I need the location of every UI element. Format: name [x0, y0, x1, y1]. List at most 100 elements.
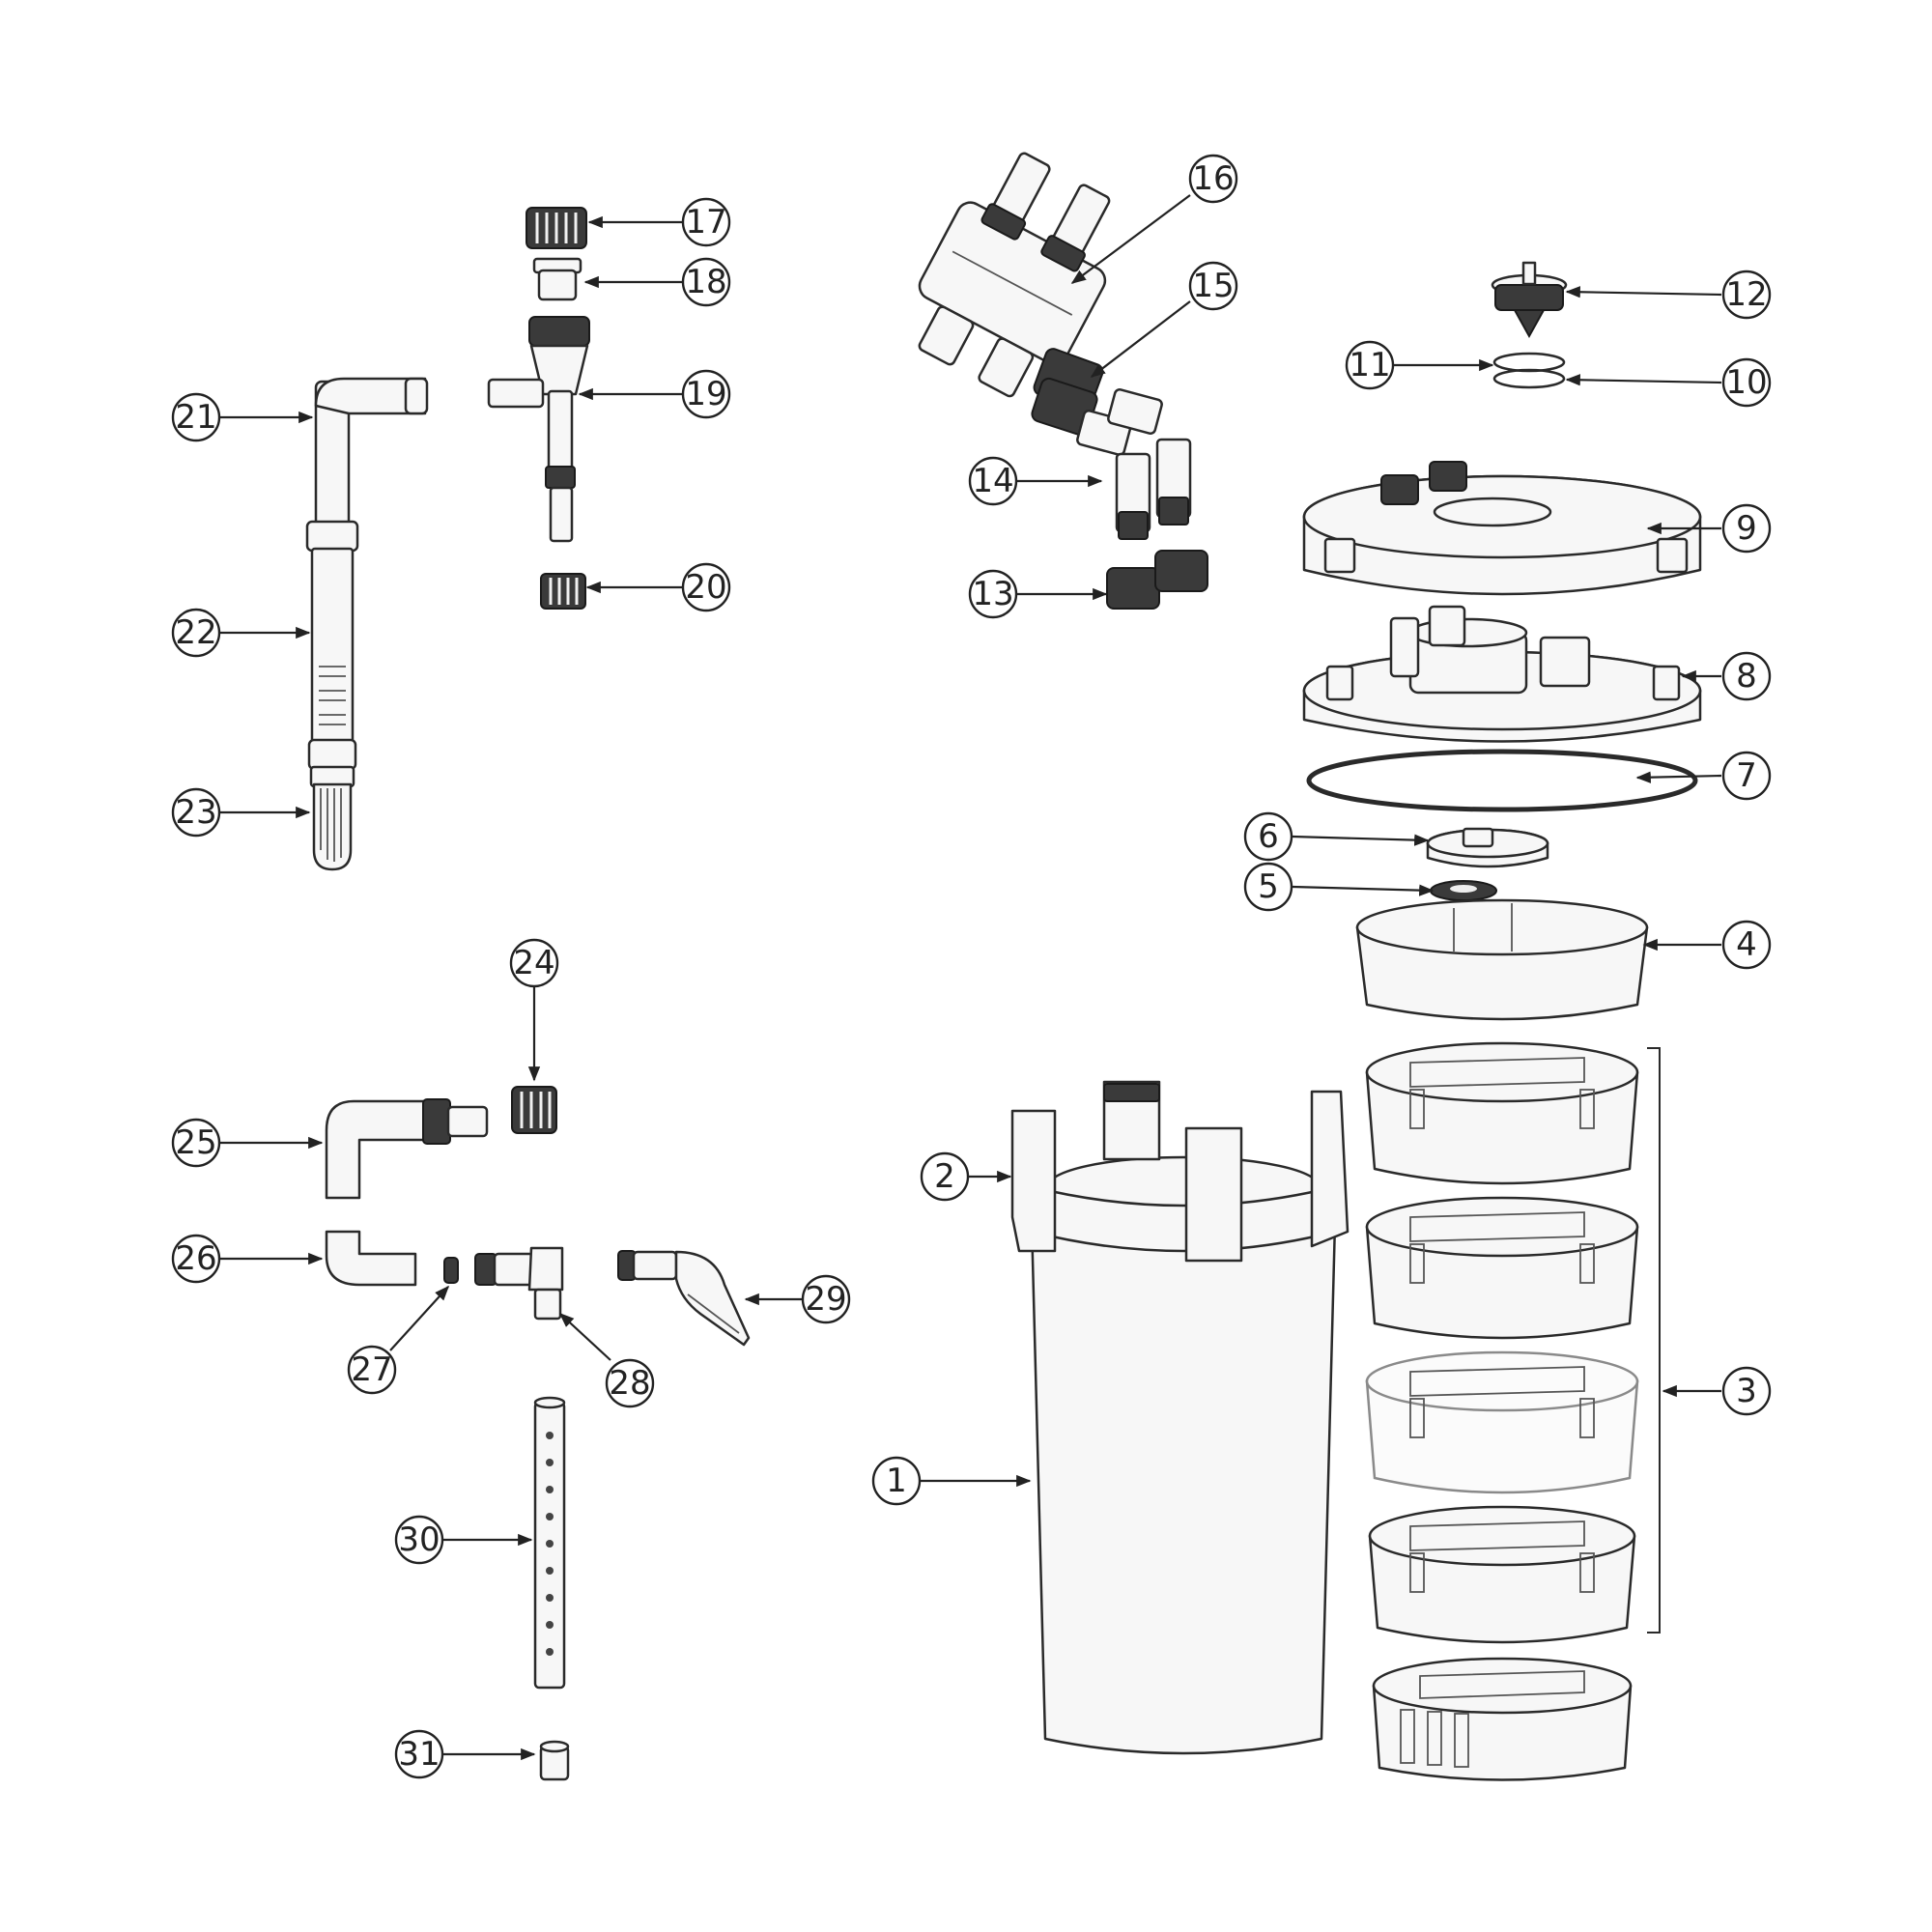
nut-part-24	[511, 1086, 557, 1134]
impeller-part-12	[1491, 261, 1568, 339]
callouts: 1 2 3 4 5 6 7 8 9 10 11 12 13 14 15 16 1…	[171, 154, 1772, 1779]
callout-11: 11	[1345, 340, 1395, 390]
intake-strainer-part-23	[307, 738, 357, 871]
callout-5: 5	[1243, 862, 1293, 912]
seal-part-10	[1492, 368, 1566, 389]
canister-part-1	[1028, 1155, 1339, 1755]
svg-text:8: 8	[1736, 657, 1757, 696]
media-basket-1	[1365, 1041, 1639, 1185]
svg-text:24: 24	[513, 944, 554, 982]
callout-31: 31	[394, 1729, 444, 1779]
callout-30: 30	[394, 1515, 444, 1565]
callout-27: 27	[347, 1345, 397, 1395]
svg-text:29: 29	[805, 1280, 846, 1319]
o-ring-part-7	[1306, 749, 1698, 812]
nut-part-17	[526, 207, 587, 249]
double-tap-assembly	[918, 152, 1208, 610]
spray-nozzle-part-29	[617, 1250, 751, 1347]
nut-part-15	[1031, 348, 1104, 437]
t-connector-part-19	[487, 316, 590, 543]
spray-bar-part-30	[533, 1396, 566, 1690]
callout-15: 15	[1188, 261, 1238, 311]
svg-text:25: 25	[175, 1123, 216, 1162]
hose-fitting-part-14	[1076, 388, 1192, 540]
intake-tube-assembly	[305, 377, 429, 871]
angle-fitting-part-28	[474, 1246, 564, 1321]
svg-text:7: 7	[1736, 756, 1757, 795]
svg-text:22: 22	[175, 613, 216, 652]
callout-14: 14	[968, 456, 1018, 506]
top-tray-part-4	[1355, 898, 1649, 1021]
svg-text:18: 18	[685, 263, 726, 301]
svg-text:17: 17	[685, 203, 726, 242]
callout-7: 7	[1721, 751, 1772, 801]
callout-10: 10	[1721, 357, 1772, 408]
intake-tube-part-22	[305, 520, 359, 744]
double-tap-body-part-16	[918, 152, 1111, 398]
callout-16: 16	[1188, 154, 1238, 204]
return-fitting-assembly	[487, 207, 590, 610]
svg-text:23: 23	[175, 793, 216, 832]
pump-cover-part-9	[1302, 461, 1702, 596]
callout-6: 6	[1243, 811, 1293, 862]
svg-text:9: 9	[1736, 509, 1757, 548]
svg-text:6: 6	[1258, 817, 1279, 856]
svg-text:12: 12	[1725, 275, 1767, 314]
callout-17: 17	[681, 197, 731, 247]
sleeve-part-18	[532, 257, 582, 301]
callout-28: 28	[605, 1358, 655, 1408]
media-basket-4	[1368, 1505, 1636, 1644]
callout-24: 24	[509, 938, 559, 988]
impeller-parts	[1491, 261, 1568, 389]
svg-text:10: 10	[1725, 363, 1767, 402]
svg-text:14: 14	[972, 462, 1013, 500]
callout-13: 13	[968, 569, 1018, 619]
callout-21: 21	[171, 392, 221, 442]
svg-text:15: 15	[1192, 267, 1234, 305]
callout-29: 29	[801, 1274, 851, 1324]
svg-text:11: 11	[1349, 346, 1390, 384]
callout-1: 1	[871, 1456, 922, 1506]
svg-text:30: 30	[398, 1520, 440, 1559]
svg-text:13: 13	[972, 575, 1013, 613]
svg-text:1: 1	[886, 1462, 907, 1500]
media-basket-2	[1365, 1196, 1639, 1340]
svg-text:27: 27	[351, 1350, 392, 1389]
nut-part-13	[1106, 550, 1208, 610]
callout-20: 20	[681, 562, 731, 612]
media-basket-3	[1365, 1350, 1639, 1494]
impeller-cover-part-6	[1426, 827, 1549, 868]
callout-3: 3	[1721, 1366, 1772, 1416]
end-cap-part-31	[539, 1740, 570, 1781]
elbow-part-26	[325, 1230, 417, 1287]
svg-text:5: 5	[1258, 867, 1279, 906]
intake-elbow-part-21	[314, 377, 429, 528]
svg-text:2: 2	[934, 1157, 955, 1196]
bottom-tray	[1372, 1657, 1633, 1781]
svg-text:20: 20	[685, 568, 726, 607]
svg-text:31: 31	[398, 1735, 440, 1774]
callout-12: 12	[1721, 270, 1772, 320]
media-baskets-part-3	[1365, 1041, 1661, 1781]
svg-text:16: 16	[1192, 159, 1234, 198]
callout-2: 2	[920, 1151, 970, 1202]
bushing-part-5	[1430, 880, 1497, 901]
ring-part-11	[1492, 352, 1566, 373]
washer-part-27	[443, 1257, 459, 1284]
callout-18: 18	[681, 257, 731, 307]
callout-22: 22	[171, 608, 221, 658]
canister-clips-part-2	[1010, 1080, 1350, 1263]
leader-lines	[220, 194, 1722, 1761]
callout-4: 4	[1721, 920, 1772, 970]
callout-26: 26	[171, 1234, 221, 1284]
nut-part-20	[540, 573, 586, 610]
callout-25: 25	[171, 1118, 221, 1168]
svg-text:3: 3	[1736, 1372, 1757, 1410]
svg-text:21: 21	[175, 398, 216, 437]
callout-23: 23	[171, 787, 221, 838]
motor-head-part-8	[1302, 605, 1702, 743]
svg-text:28: 28	[609, 1364, 650, 1403]
svg-text:4: 4	[1736, 925, 1757, 964]
callout-19: 19	[681, 369, 731, 419]
